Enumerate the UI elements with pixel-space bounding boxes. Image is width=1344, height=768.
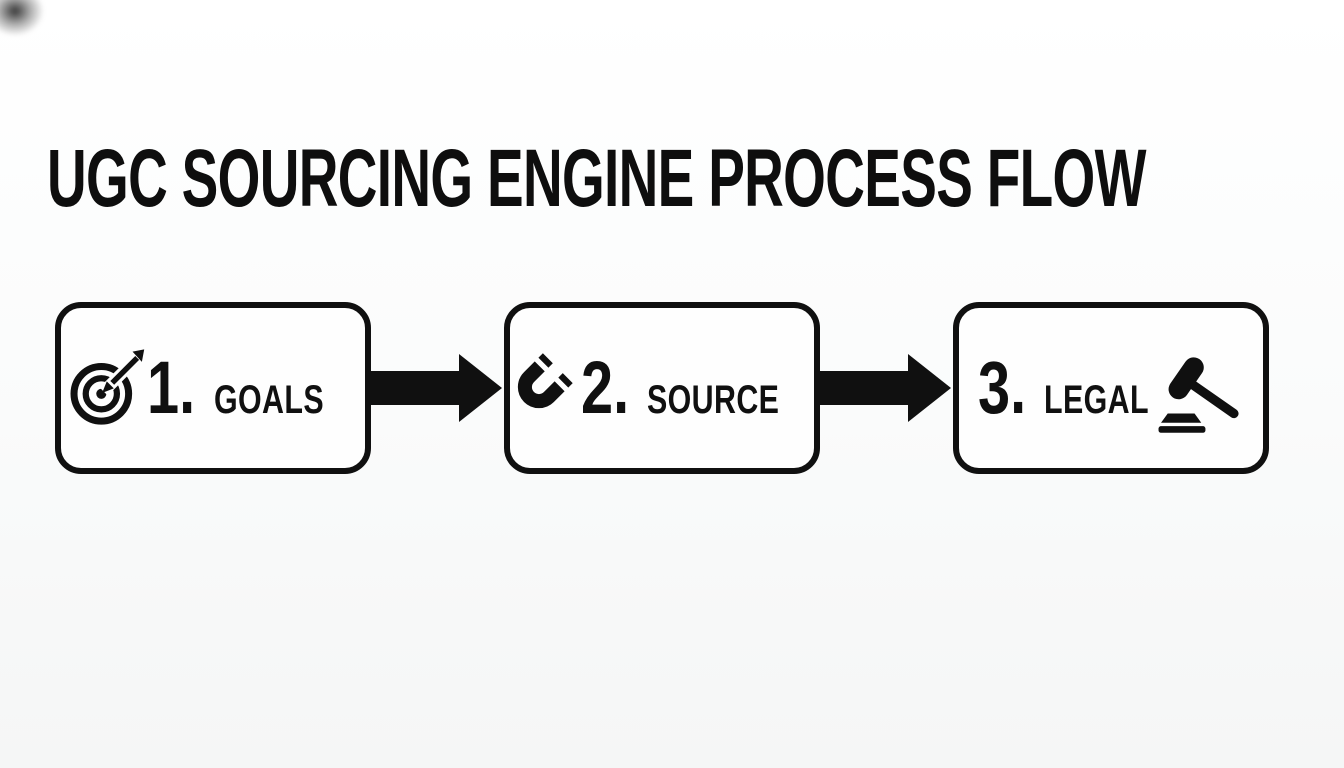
- corner-smudge-artifact: [0, 0, 44, 36]
- arrow-right-icon: [820, 346, 953, 430]
- step-box-source: 2. SOURCE: [504, 302, 820, 474]
- magnet-icon: [503, 349, 577, 428]
- step-text: 3. LEGAL: [978, 351, 1183, 425]
- step-label: GOALS: [213, 378, 324, 422]
- step-text: 2. SOURCE: [581, 351, 822, 425]
- step-number: 2.: [580, 346, 629, 429]
- step-label: LEGAL: [1044, 378, 1150, 422]
- step-number: 1.: [147, 346, 196, 429]
- step-text: 1. GOALS: [147, 351, 358, 425]
- step-label: SOURCE: [647, 378, 780, 422]
- step-box-legal: 3. LEGAL: [953, 302, 1269, 474]
- step-number: 3.: [977, 346, 1026, 429]
- arrow-right-icon: [371, 346, 504, 430]
- target-icon: [67, 347, 148, 430]
- gavel-icon: [1156, 352, 1244, 439]
- process-flow: 1. GOALS 2.: [55, 302, 1269, 474]
- page-title: UGC SOURCING ENGINE PROCESS FLOW: [47, 133, 1146, 224]
- step-box-goals: 1. GOALS: [55, 302, 371, 474]
